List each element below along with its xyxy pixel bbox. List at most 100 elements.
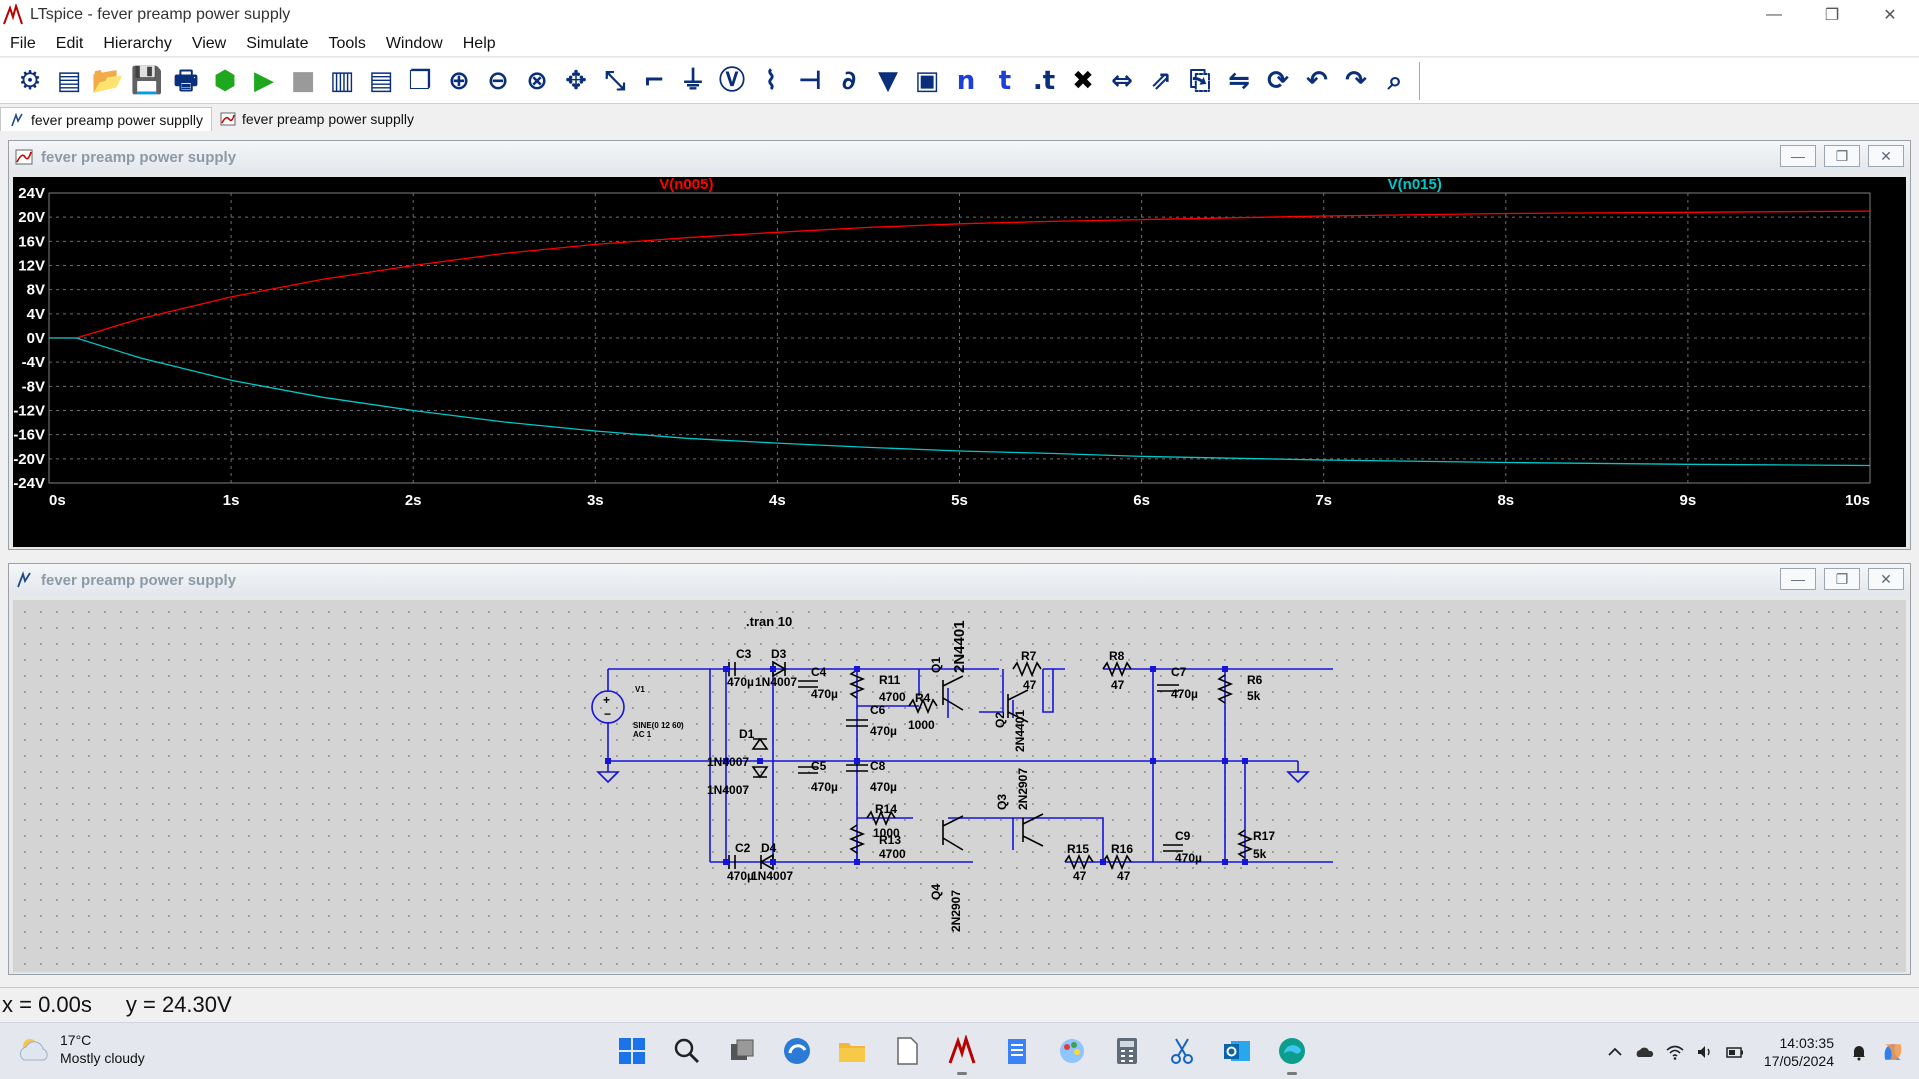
task-view-button[interactable] bbox=[720, 1029, 764, 1073]
capacitor-tool-button[interactable]: ⊣ bbox=[792, 63, 828, 99]
pan-tool-button[interactable]: ✥ bbox=[558, 63, 594, 99]
halt-icon: ■ bbox=[290, 66, 316, 96]
component-tool-button[interactable]: ▣ bbox=[909, 63, 945, 99]
voltage-probe-tool-button[interactable]: Ⓥ bbox=[714, 63, 750, 99]
settings-tool-button[interactable]: ⚙ bbox=[12, 63, 48, 99]
print-tool-button[interactable]: 🖶 bbox=[168, 63, 204, 99]
close-button[interactable]: ✕ bbox=[1883, 7, 1897, 24]
text-tool-button[interactable]: t bbox=[987, 63, 1023, 99]
minimize-button[interactable]: — bbox=[1766, 6, 1782, 23]
notifications-button[interactable] bbox=[1845, 1038, 1873, 1066]
inductor-tool-button[interactable]: ∂ bbox=[831, 63, 867, 99]
r6-value: 5k bbox=[1247, 689, 1261, 703]
menu-window[interactable]: Window bbox=[385, 34, 443, 52]
schematic-minimize-button[interactable]: — bbox=[1780, 568, 1816, 590]
start-button[interactable] bbox=[610, 1029, 654, 1073]
file-explorer-icon bbox=[839, 1043, 865, 1062]
open-tool-button[interactable]: 📂 bbox=[90, 63, 126, 99]
snipping-tool-button[interactable] bbox=[1160, 1029, 1204, 1073]
waveform-window-titlebar[interactable]: fever preamp power supply bbox=[9, 141, 1910, 173]
schematic-drawing[interactable]: + − bbox=[13, 600, 1906, 972]
schematic-window-titlebar[interactable]: fever preamp power supply bbox=[9, 564, 1910, 596]
volume-button[interactable] bbox=[1691, 1038, 1719, 1066]
notes-button[interactable] bbox=[995, 1029, 1039, 1073]
halt-tool-button[interactable]: ■ bbox=[285, 63, 321, 99]
spice-directive-tool-button[interactable]: .t bbox=[1026, 63, 1062, 99]
net-label-icon: n bbox=[956, 66, 976, 96]
battery-button[interactable] bbox=[1721, 1038, 1749, 1066]
capacitor-symbols[interactable] bbox=[728, 662, 1183, 869]
diode-symbols[interactable] bbox=[751, 660, 787, 871]
cascade-tool-button[interactable]: ❐ bbox=[402, 63, 438, 99]
run-tool-button[interactable]: ▶ bbox=[246, 63, 282, 99]
ltspice-taskbar-button[interactable] bbox=[940, 1029, 984, 1075]
ground-tool-button[interactable]: ⏚ bbox=[675, 63, 711, 99]
transistor-symbols[interactable] bbox=[942, 675, 1044, 851]
run-icon: ▶ bbox=[254, 66, 274, 96]
drag-tool-button[interactable]: ⇗ bbox=[1143, 63, 1179, 99]
clock[interactable]: 14:03:35 17/05/2024 bbox=[1764, 1034, 1834, 1070]
tab-schematic[interactable]: fever preamp power supplly bbox=[0, 107, 212, 131]
zoom-fit-tool-button[interactable]: ⊗ bbox=[519, 63, 555, 99]
file-explorer-button[interactable] bbox=[830, 1029, 874, 1073]
paint-button[interactable] bbox=[1050, 1029, 1094, 1073]
outlook-button[interactable] bbox=[1215, 1029, 1259, 1073]
copilot-button[interactable] bbox=[1875, 1038, 1911, 1066]
restore-button[interactable]: ❐ bbox=[1824, 7, 1840, 24]
source-value: SINE(0 12 60) bbox=[633, 721, 684, 730]
new-schematic-tool-button[interactable]: ▤ bbox=[51, 63, 87, 99]
waveform-minimize-button[interactable]: — bbox=[1780, 145, 1816, 167]
menu-help[interactable]: Help bbox=[462, 34, 496, 52]
taskbar-search-button[interactable] bbox=[665, 1029, 709, 1073]
delete-tool-button[interactable]: ✖ bbox=[1065, 63, 1101, 99]
series-line-vn005 bbox=[49, 210, 1871, 339]
copy-tool-button[interactable]: ⎘ bbox=[1182, 63, 1218, 99]
window-controls: — ❐ ✕ bbox=[1745, 0, 1919, 30]
undo-tool-button[interactable]: ↶ bbox=[1299, 63, 1335, 99]
zoom-in-tool-button[interactable]: ⊕ bbox=[441, 63, 477, 99]
net-label-tool-button[interactable]: n bbox=[948, 63, 984, 99]
source-name: V1 bbox=[635, 685, 645, 694]
calculator-button[interactable] bbox=[1105, 1029, 1149, 1073]
edge-dev-button[interactable] bbox=[775, 1029, 819, 1073]
resistor-tool-button[interactable]: ⌇ bbox=[753, 63, 789, 99]
edge-button[interactable] bbox=[1270, 1029, 1314, 1075]
voltage-source-symbol[interactable] bbox=[591, 690, 625, 724]
spice-directive[interactable]: .tran 10 bbox=[746, 614, 792, 629]
menu-edit[interactable]: Edit bbox=[55, 34, 84, 52]
wifi-button[interactable] bbox=[1661, 1038, 1689, 1066]
weather-widget[interactable]: 17°C Mostly cloudy bbox=[18, 1031, 145, 1067]
schematic-close-button[interactable]: ✕ bbox=[1868, 568, 1904, 590]
autorange-tool-button[interactable]: ⤡ bbox=[597, 63, 633, 99]
menu-file[interactable]: File bbox=[10, 34, 36, 52]
wire-tool-button[interactable]: ⌐ bbox=[636, 63, 672, 99]
redo-tool-button[interactable]: ↷ bbox=[1338, 63, 1374, 99]
schematic-canvas[interactable]: + − bbox=[13, 600, 1906, 972]
menu-simulate[interactable]: Simulate bbox=[246, 34, 309, 52]
menu-tools[interactable]: Tools bbox=[328, 34, 366, 52]
onedrive-button[interactable] bbox=[1631, 1038, 1659, 1066]
tab-waveform[interactable]: fever preamp power supplly bbox=[212, 107, 422, 131]
schematic-maximize-button[interactable]: ❐ bbox=[1824, 568, 1860, 590]
save-tool-button[interactable]: 💾 bbox=[129, 63, 165, 99]
tile-horizontal-tool-button[interactable]: ▤ bbox=[363, 63, 399, 99]
zoom-out-tool-button[interactable]: ⊖ bbox=[480, 63, 516, 99]
diode-tool-button[interactable]: ▼ bbox=[870, 63, 906, 99]
tile-vertical-tool-button[interactable]: ▥ bbox=[324, 63, 360, 99]
waveform-close-button[interactable]: ✕ bbox=[1868, 145, 1904, 167]
move-tool-button[interactable]: ⇔ bbox=[1104, 63, 1140, 99]
search-icon bbox=[674, 1038, 699, 1063]
control-panel-tool-button[interactable]: ⬢ bbox=[207, 63, 243, 99]
find-tool-button[interactable]: ⌕ bbox=[1377, 63, 1413, 99]
resistor-symbols[interactable] bbox=[848, 660, 1254, 871]
notepad-button[interactable] bbox=[885, 1029, 929, 1073]
menu-hierarchy[interactable]: Hierarchy bbox=[103, 34, 172, 52]
weather-desc: Mostly cloudy bbox=[60, 1050, 145, 1066]
mirror-tool-button[interactable]: ⇋ bbox=[1221, 63, 1257, 99]
menu-view[interactable]: View bbox=[191, 34, 227, 52]
waveform-maximize-button[interactable]: ❐ bbox=[1824, 145, 1860, 167]
show-hidden-icons-button[interactable] bbox=[1601, 1038, 1629, 1066]
rotate-tool-button[interactable]: ⟳ bbox=[1260, 63, 1296, 99]
